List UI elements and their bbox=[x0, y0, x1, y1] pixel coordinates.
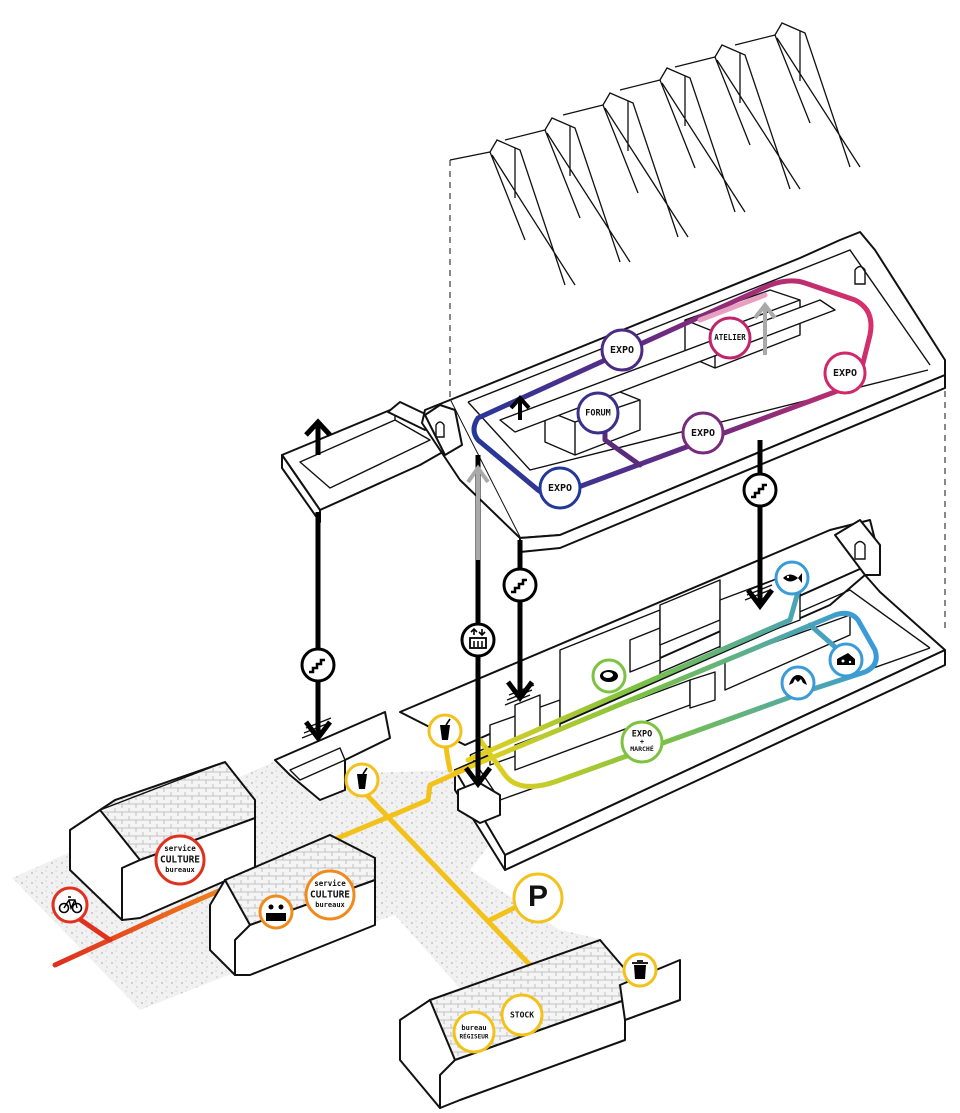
courtyard-route bbox=[287, 765, 471, 861]
arrow-up-icon bbox=[304, 418, 332, 437]
stairs-icon bbox=[300, 647, 336, 683]
arrow-down-icon bbox=[464, 766, 492, 789]
stock-badge: STOCK bbox=[500, 993, 544, 1037]
arrow-up-icon bbox=[753, 301, 777, 320]
truss bbox=[449, 139, 576, 286]
expo-marche-label-top: EXPO bbox=[632, 730, 652, 740]
trash-icon bbox=[622, 952, 658, 988]
bureau-regiseur-badge: bureau RÉGISEUR bbox=[452, 1010, 496, 1054]
elevator-icon bbox=[460, 622, 496, 658]
upper-route-pink bbox=[697, 292, 768, 323]
bicycle-icon bbox=[51, 886, 89, 924]
drink-icon bbox=[344, 762, 380, 798]
service-culture-bot: bureaux bbox=[315, 901, 345, 909]
parking-icon: P bbox=[512, 872, 564, 924]
expo-marche-label-bottom: MARCHÉ bbox=[630, 744, 654, 753]
meat-icon bbox=[591, 658, 627, 694]
cheese-icon bbox=[828, 642, 864, 678]
expo-label: EXPO bbox=[833, 368, 857, 379]
truss bbox=[562, 92, 689, 238]
expo-badge: EXPO bbox=[600, 328, 644, 372]
bicycle-route-branch bbox=[75, 915, 113, 943]
truss bbox=[619, 67, 746, 213]
roof-trusses bbox=[449, 22, 861, 286]
reception-desk-icon bbox=[258, 894, 294, 930]
drink-icon bbox=[427, 713, 463, 749]
expo-label: EXPO bbox=[691, 428, 715, 439]
service-culture-top: service bbox=[314, 879, 346, 888]
stairs-icon bbox=[742, 472, 778, 508]
stairs-icon bbox=[502, 567, 538, 603]
ground-route bbox=[452, 610, 879, 789]
service-culture-top: service bbox=[164, 844, 196, 853]
expo-badge: EXPO bbox=[681, 411, 725, 455]
service-culture-mid: CULTURE bbox=[310, 890, 350, 901]
arrow-up-icon bbox=[509, 395, 531, 410]
expo-badge: EXPO bbox=[823, 351, 867, 395]
atelier-label: ATELIER bbox=[714, 333, 746, 342]
expo-marche-badge: EXPO + MARCHÉ bbox=[620, 720, 664, 764]
arrow-up-icon bbox=[466, 464, 490, 484]
service-culture-badge: service CULTURE bureaux bbox=[154, 834, 206, 886]
fish-icon bbox=[774, 560, 810, 596]
expo-label: EXPO bbox=[610, 345, 634, 356]
expo-badge: EXPO bbox=[538, 466, 582, 510]
atelier-badge: ATELIER bbox=[708, 316, 752, 360]
expo-label: EXPO bbox=[548, 483, 572, 494]
truss bbox=[504, 117, 631, 263]
forum-badge: FORUM bbox=[576, 391, 620, 435]
arrow-down-icon bbox=[304, 720, 332, 743]
bureau-label-top: bureau bbox=[461, 1024, 486, 1032]
stock-label: STOCK bbox=[510, 1011, 534, 1020]
service-culture-bot: bureaux bbox=[165, 866, 195, 874]
croissant-icon bbox=[780, 665, 816, 701]
parking-label: P bbox=[528, 880, 548, 913]
arrow-down-icon bbox=[746, 588, 774, 611]
upper-floor bbox=[281, 231, 946, 553]
expo-marche-label-plus: + bbox=[640, 738, 644, 746]
arrow-down-icon bbox=[506, 680, 534, 703]
service-culture-mid: CULTURE bbox=[160, 855, 200, 866]
truss bbox=[734, 22, 861, 168]
bureau-label-bot: RÉGISEUR bbox=[460, 1033, 489, 1041]
forum-label: FORUM bbox=[585, 409, 611, 419]
truss bbox=[674, 44, 801, 190]
service-culture-badge: service CULTURE bureaux bbox=[304, 869, 356, 921]
